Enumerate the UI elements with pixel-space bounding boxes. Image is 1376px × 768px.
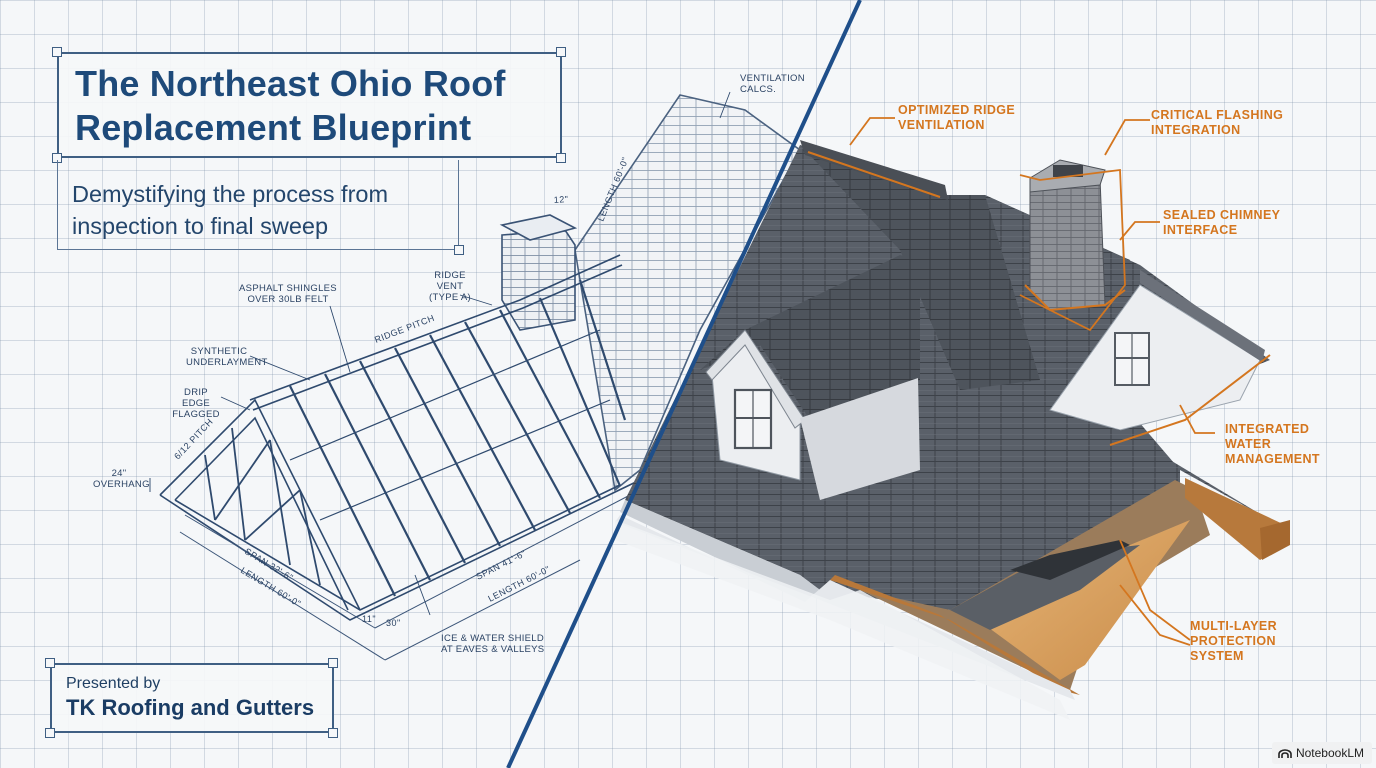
corner-marker [328, 658, 338, 668]
subtitle-line-2: inspection to final sweep [72, 213, 329, 239]
overhang-label: 24"OVERHANG [93, 468, 150, 490]
corner-marker [52, 47, 62, 57]
dim-11-label: 11" [362, 614, 376, 624]
corner-marker [45, 658, 55, 668]
span-right-label: SPAN 41'-6" [474, 548, 527, 582]
dim-30-label: 30" [386, 618, 401, 628]
title-box: The Northeast Ohio Roof Replacement Blue… [57, 52, 562, 158]
pitch-label: 6/12 PITCH [172, 416, 215, 461]
length-left-label: LENGTH 60'-0" [239, 565, 303, 609]
section-divider [506, 0, 862, 768]
ridge-vent-label: RIDGE VENT(TYPE A) [429, 270, 471, 303]
corner-marker [328, 728, 338, 738]
notebooklm-label: NotebookLM [1295, 746, 1364, 760]
presented-by-label: Presented by [66, 675, 161, 692]
subtitle-box: Demystifying the process from inspection… [57, 160, 459, 250]
rendered-house [615, 140, 1290, 720]
corner-marker [45, 728, 55, 738]
subtitle: Demystifying the process from inspection… [72, 178, 388, 242]
notebooklm-icon [1278, 748, 1292, 758]
title-line-2: Replacement Blueprint [75, 107, 472, 148]
company-name: TK Roofing and Gutters [66, 695, 315, 720]
ridge-pitch-label: RIDGE PITCH [373, 313, 436, 345]
corner-marker [454, 245, 464, 255]
page-title: The Northeast Ohio Roof Replacement Blue… [75, 62, 506, 150]
presented-by-box: Presented by TK Roofing and Gutters [50, 663, 334, 733]
blueprint-roof [149, 94, 802, 661]
title-line-1: The Northeast Ohio Roof [75, 63, 506, 104]
subtitle-line-1: Demystifying the process from [72, 181, 389, 207]
notebooklm-badge: NotebookLM [1271, 742, 1372, 764]
dim-12-label: 12" [553, 194, 568, 205]
corner-marker [556, 47, 566, 57]
corner-marker [556, 153, 566, 163]
